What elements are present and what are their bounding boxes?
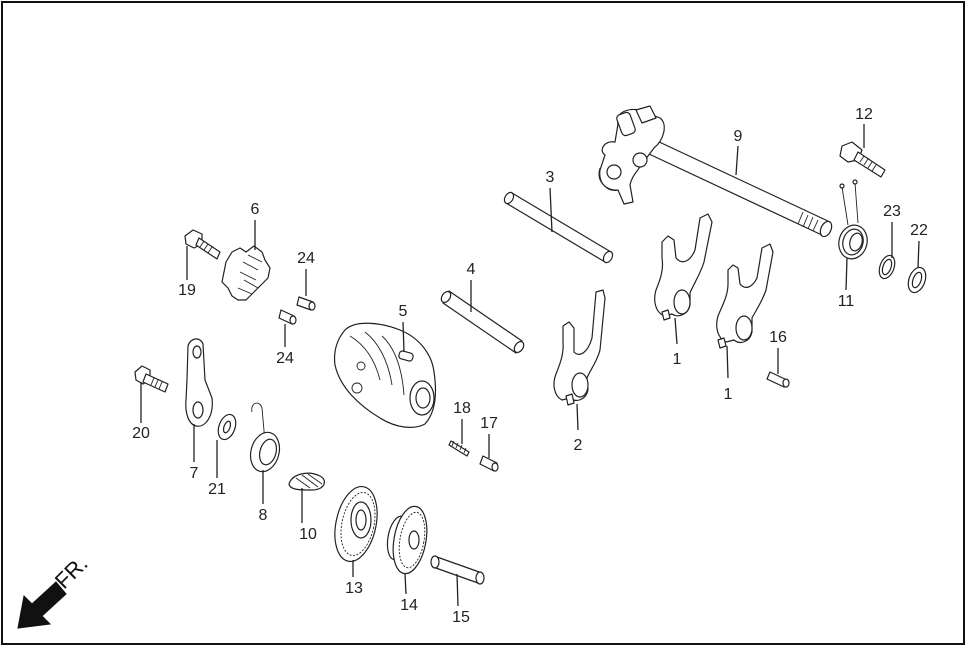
part-7-link-arm[interactable]	[185, 338, 213, 427]
callout-11: 11	[838, 293, 855, 310]
callout-13: 13	[345, 580, 363, 597]
part-1-shift-fork-b[interactable]	[716, 243, 774, 349]
callout-3: 3	[546, 169, 555, 186]
part-9-shift-shaft[interactable]	[598, 105, 834, 238]
part-21-washer[interactable]	[215, 412, 239, 442]
part-24-pin-a[interactable]	[296, 296, 316, 311]
part-5-shift-drum[interactable]	[333, 322, 437, 428]
callout-14: 14	[400, 597, 418, 614]
callout-15: 15	[452, 609, 470, 626]
part-11-spring[interactable]	[835, 179, 871, 262]
part-4-rod[interactable]	[439, 290, 525, 354]
callout-2: 2	[574, 437, 583, 454]
part-6-star-plate[interactable]	[221, 245, 271, 301]
callout-19: 19	[178, 282, 196, 299]
part-13-gear[interactable]	[329, 483, 384, 566]
callout-5: 5	[399, 303, 408, 320]
callout-23: 23	[883, 203, 901, 220]
front-direction-indicator: FR.	[17, 551, 93, 629]
leader-lines	[140, 124, 920, 607]
callout-17: 17	[480, 415, 498, 432]
part-19-bolt[interactable]	[184, 229, 221, 260]
callout-22: 22	[910, 222, 928, 239]
part-23-snap-ring[interactable]	[876, 253, 897, 280]
callout-24b: 24	[276, 350, 294, 367]
callout-8: 8	[259, 507, 268, 524]
callout-24a: 24	[297, 250, 315, 267]
callout-6: 6	[251, 201, 260, 218]
callout-21: 21	[208, 481, 226, 498]
callout-4: 4	[467, 261, 476, 278]
part-14-double-gear[interactable]	[384, 504, 431, 577]
part-22-washer[interactable]	[905, 265, 929, 295]
arrow-down-left-icon	[17, 581, 67, 629]
part-15-sleeve[interactable]	[430, 555, 485, 585]
part-1-shift-fork-a[interactable]	[654, 213, 713, 321]
part-24-pin-b[interactable]	[278, 309, 297, 325]
callout-10: 10	[299, 526, 317, 543]
callout-1a: 1	[673, 351, 682, 368]
callout-7: 7	[190, 465, 199, 482]
part-20-bolt[interactable]	[134, 365, 169, 393]
callout-9: 9	[734, 128, 743, 145]
callout-18: 18	[453, 400, 471, 417]
callout-12: 12	[855, 106, 873, 123]
part-8-spring[interactable]	[246, 402, 283, 475]
part-16-pin[interactable]	[766, 371, 790, 388]
part-17-pin[interactable]	[479, 455, 499, 472]
callout-labels: 1 1 2 3 4 5 6 7 8 9 10 11 12 13 14 15 16…	[132, 106, 928, 626]
part-12-bolt[interactable]	[839, 141, 886, 178]
callout-1b: 1	[724, 386, 733, 403]
part-3-rod[interactable]	[503, 191, 615, 264]
part-18-spring[interactable]	[448, 440, 470, 457]
part-10-cam[interactable]	[288, 472, 326, 491]
callout-16: 16	[769, 329, 787, 346]
callout-20: 20	[132, 425, 150, 442]
part-2-shift-fork[interactable]	[553, 289, 606, 406]
